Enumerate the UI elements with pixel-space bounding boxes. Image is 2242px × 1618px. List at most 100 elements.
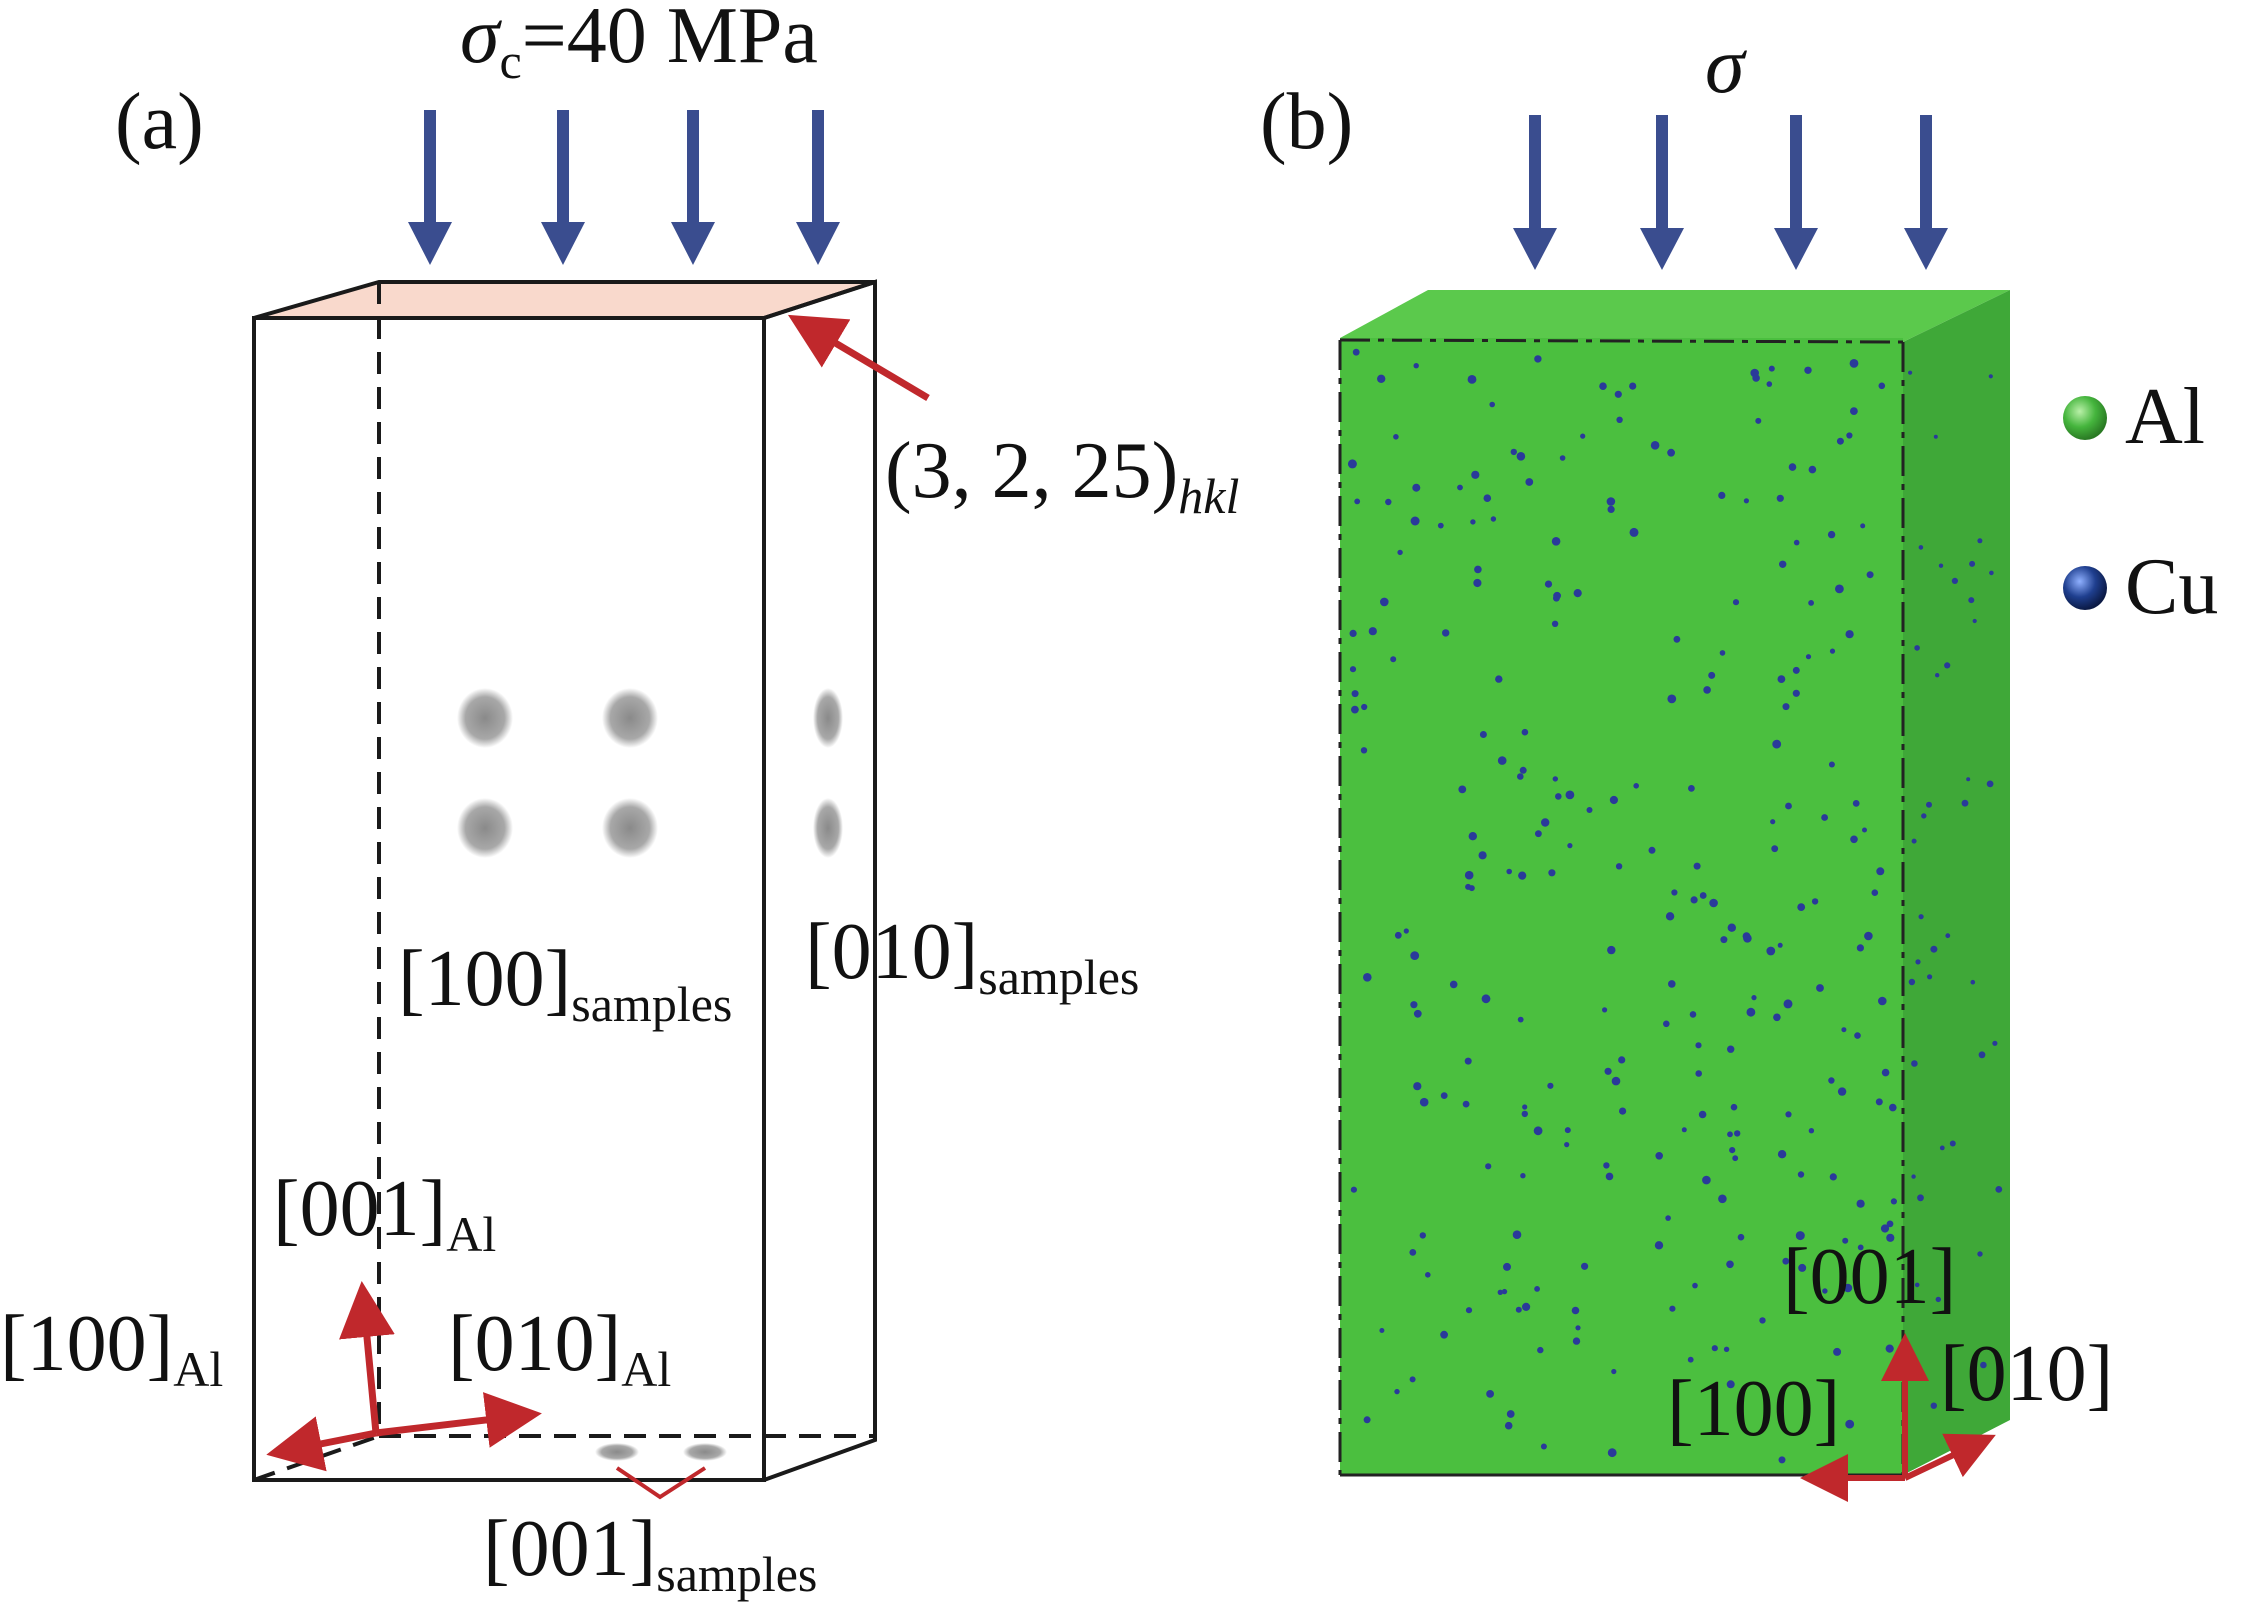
cu-atom [1908,978,1916,986]
cu-atom [1349,629,1357,638]
cu-atom [1564,1127,1571,1134]
cu-atom [1586,807,1593,813]
cu-atom [1512,1230,1522,1239]
box-right-face [1903,290,2010,1475]
stress-symbol: σ [460,0,502,80]
cu-atom [1711,1345,1718,1352]
cu-atom [1573,589,1582,598]
legend: Al Cu [2063,373,2218,631]
cu-atom [1726,1260,1734,1269]
cu-atom [1648,846,1656,854]
cu-atom [1930,1402,1938,1409]
cu-atom [1729,1147,1736,1154]
cu-atom [1785,802,1792,810]
cu-atom [1751,995,1757,1001]
cu-atom [1798,1263,1807,1272]
cu-atom [1440,1330,1448,1339]
cu-atom [1766,946,1776,956]
cu-atom [1921,813,1927,819]
cu-atom [1607,505,1615,513]
cu-atom [1604,1067,1612,1075]
cu-atom [1777,1150,1787,1159]
cu-atom [1926,801,1932,808]
cu-atom [1732,1155,1739,1162]
cu-atom [1755,417,1762,424]
cu-atom [1849,359,1859,368]
cu-atom [1350,1186,1357,1193]
cu-atom [1379,1328,1385,1333]
cu-atom [1918,914,1924,920]
cu-atom [1394,1388,1400,1395]
cu-atom [1437,522,1444,529]
cu-atom [1525,478,1534,486]
cu-atom [1914,1282,1920,1288]
cu-atom [1564,1142,1570,1148]
diffraction-spot [813,688,843,748]
cu-atom [1394,931,1402,939]
cu-atom [1792,689,1800,697]
cu-atom [1497,1289,1504,1296]
al-axes [266,1281,542,1472]
cu-atom [1440,1092,1448,1099]
cu-atom [1737,1233,1745,1241]
cu-atom [1808,1128,1815,1134]
cu-atom [1709,898,1718,908]
cu-atom [1380,597,1389,607]
cu-atom [1655,1152,1663,1160]
cu-atom [1816,984,1824,992]
cu-atom [1988,374,1993,379]
cu-atom [1727,1045,1735,1053]
legend-al-marker [2063,396,2107,440]
cu-atom [1521,728,1529,736]
cu-atom [1606,497,1616,506]
cu-atom [1727,923,1737,932]
cu-atom [1933,434,1938,439]
cu-atom [1917,1194,1924,1202]
cu-atom [1918,545,1924,550]
cu-atom [1992,1040,1998,1046]
cu-atom [1504,1421,1513,1430]
cu-atom [1540,1443,1547,1450]
cu-atom [1419,1097,1429,1107]
cu-atom [1864,931,1873,941]
load-arrows-b [1513,115,1948,270]
cu-atom [1939,1145,1945,1151]
cu-atom [1828,761,1835,768]
plane-subscript: hkl [1178,468,1239,524]
box-front-face [1340,338,1903,1475]
cu-atom [1473,578,1482,588]
cu-atom [1792,666,1800,674]
cu-atom [1732,599,1740,606]
cu-atom [1938,563,1944,568]
cu-atom [1951,577,1958,585]
load-arrow [796,110,840,265]
plane-indices: (3, 2, 25) [885,427,1178,515]
cu-atom [1718,1194,1727,1204]
cu-atom [1547,1082,1554,1089]
cu-atom [1911,1174,1916,1179]
diffraction-spot [683,1443,727,1461]
load-arrow [408,110,452,265]
cu-atom [1535,830,1542,838]
cu-atom [1805,654,1812,660]
legend-al-label: Al [2125,373,2205,461]
hidden-bottom-edge [253,1434,380,1482]
cu-atom [1377,374,1386,383]
cu-atom [1552,776,1559,782]
cu-atom [1878,382,1886,390]
cu-atom [1351,690,1359,698]
cu-atom [1611,1368,1617,1375]
axis-001-label: [001] [1783,1233,1956,1321]
cu-atom [1618,1056,1626,1064]
cu-atom [1654,1241,1664,1250]
cu-atom [1425,1272,1431,1278]
panel-b-label: (b) [1260,78,1353,166]
cu-atom [1777,675,1786,683]
cu-atom [1829,1173,1837,1181]
cu-atom [1633,783,1639,789]
front-face [252,316,766,1482]
cu-atom [1442,629,1450,637]
cu-atom [1961,799,1969,807]
cu-atom [1945,933,1951,939]
diffraction-spot [602,798,658,858]
